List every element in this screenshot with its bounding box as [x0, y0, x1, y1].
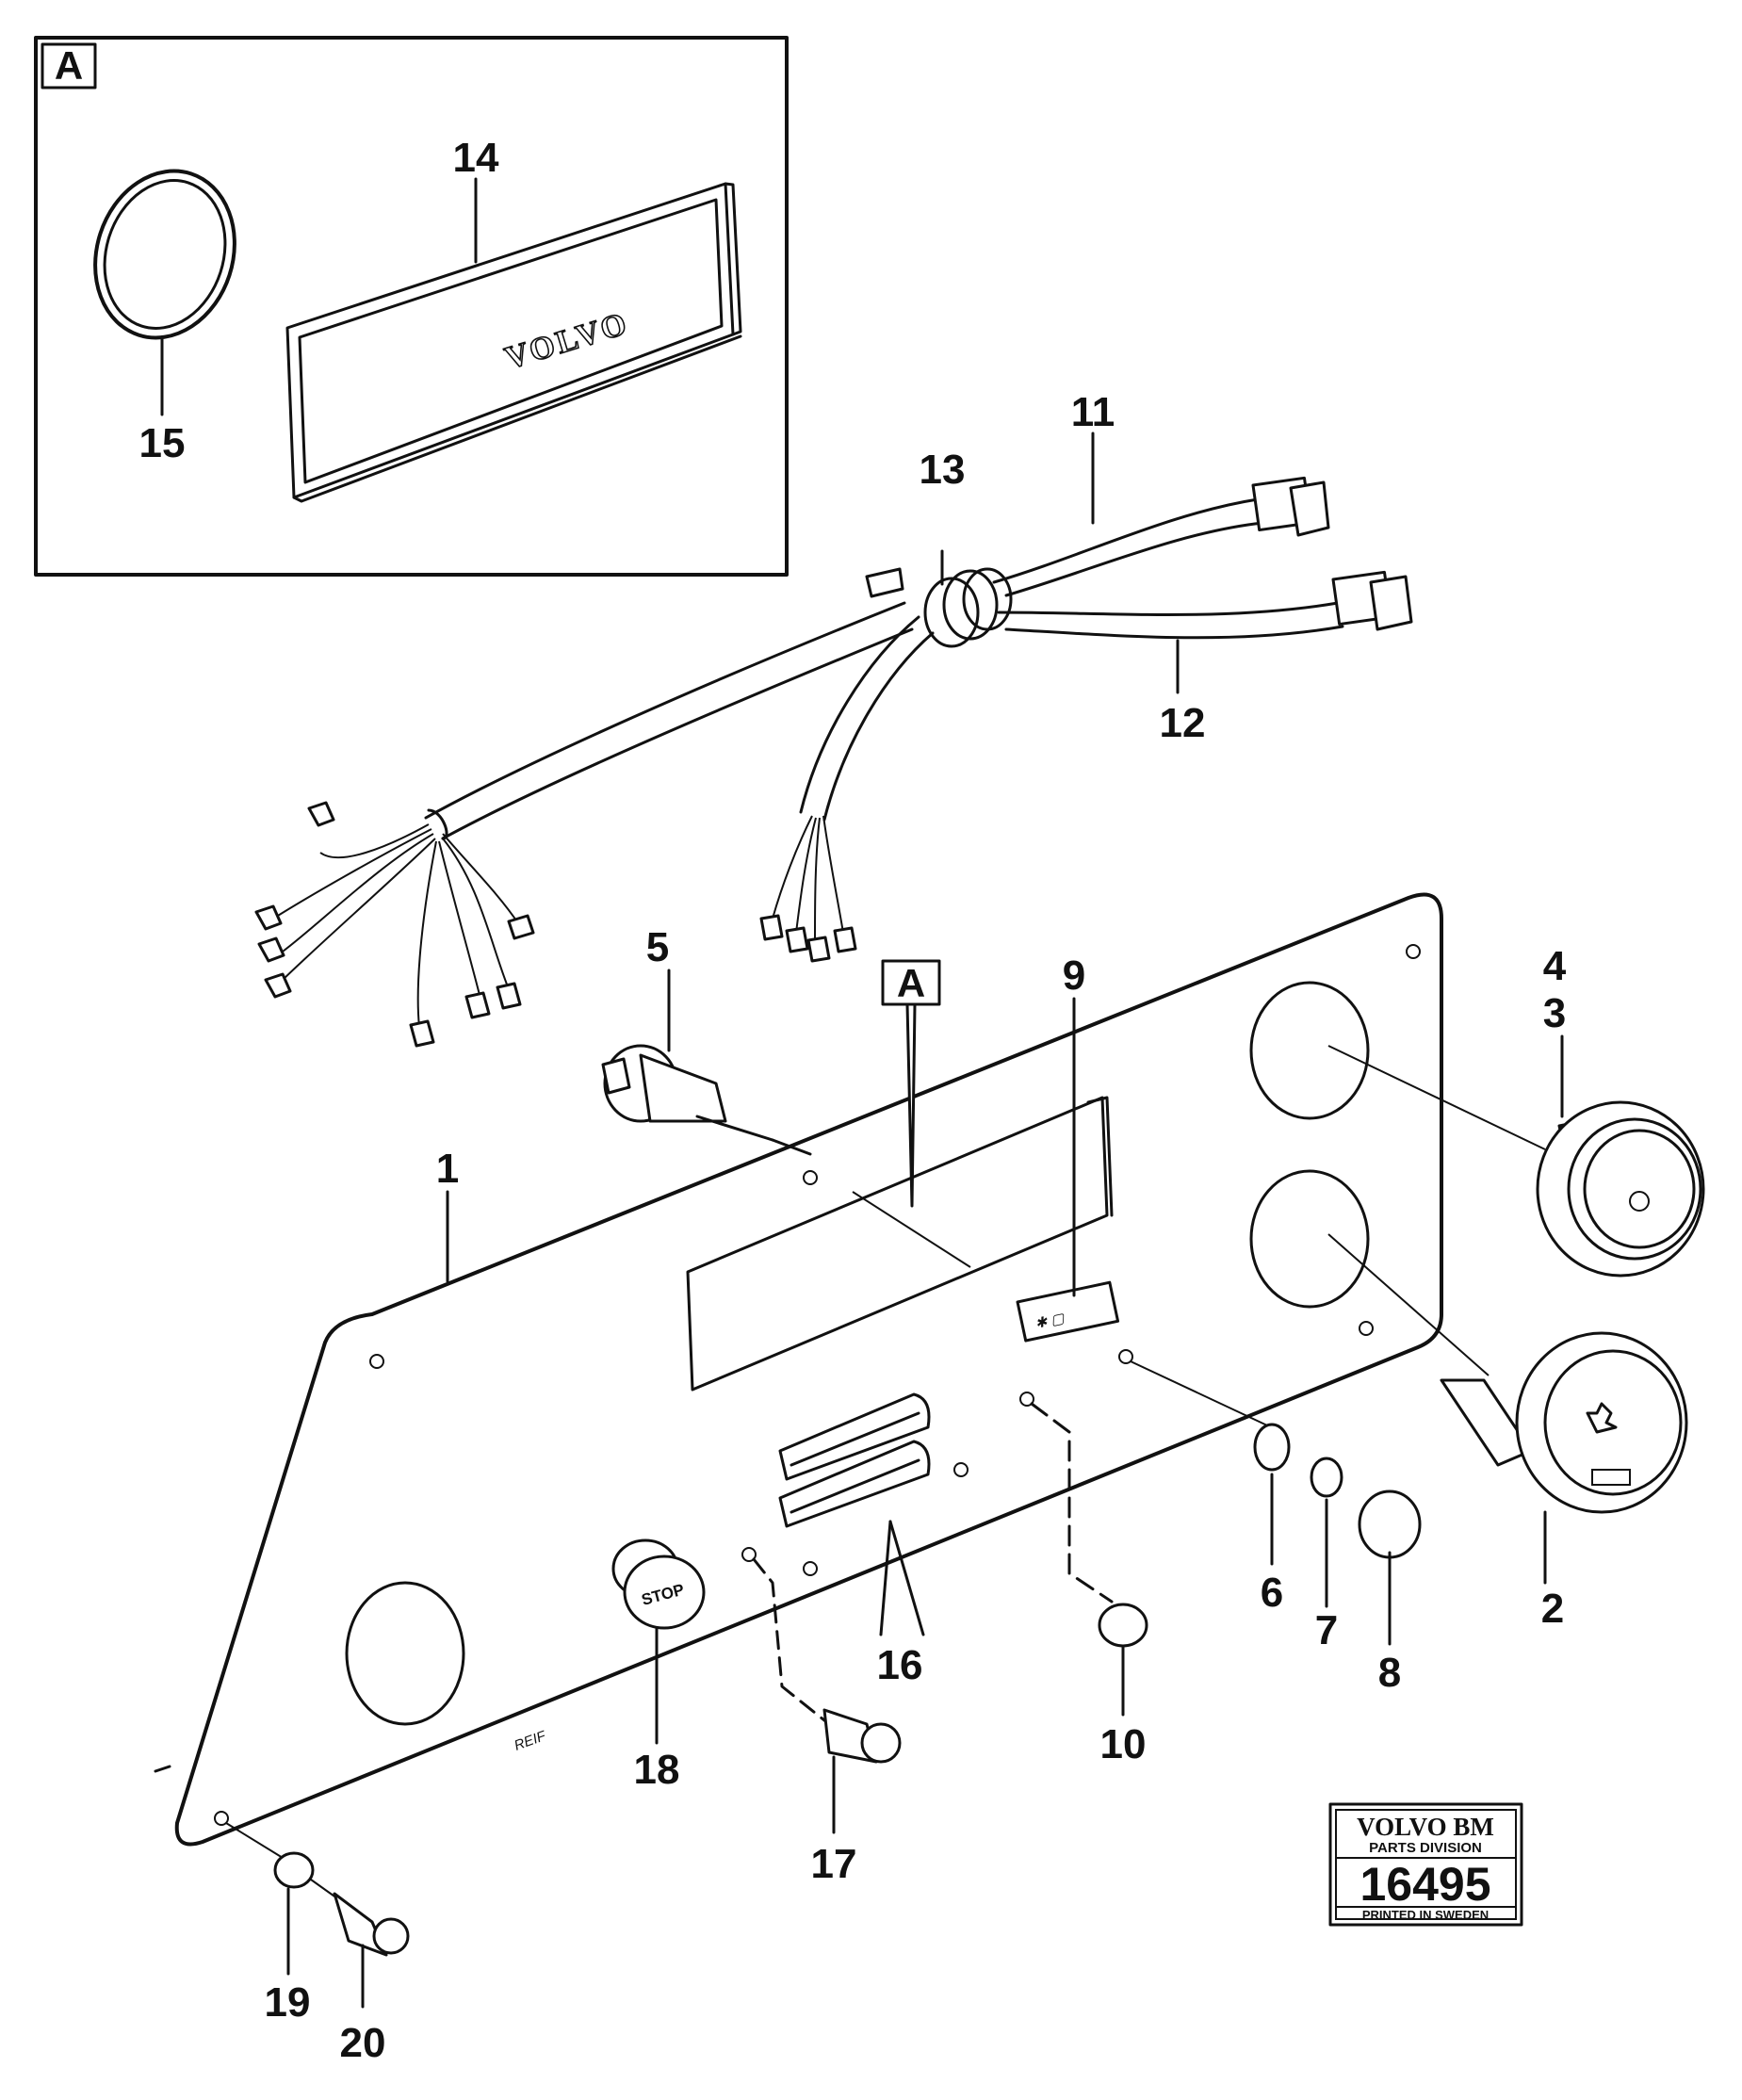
callout-labels: 1 2 3 4 5 6 7 8 9 10 11 12 13 14 15 16 1…	[139, 135, 1567, 2066]
stop-button-part-18: STOP	[611, 1538, 706, 1745]
callout-19: 19	[265, 1979, 311, 2026]
instrument-panel-part-1: ✱ ▢ REIF	[154, 892, 1443, 1847]
callout-10: 10	[1100, 1721, 1147, 1767]
callout-15: 15	[139, 420, 186, 466]
stamp-number: 16495	[1359, 1858, 1490, 1911]
nut-washer-knob-parts-6-7-8	[1130, 1360, 1422, 1646]
detail-marker-a: A	[852, 959, 971, 1268]
stamp-printed: PRINTED IN SWEDEN	[1362, 1908, 1489, 1922]
callout-12: 12	[1160, 700, 1206, 746]
gauge-part-2	[1327, 1233, 1688, 1585]
wiring-harness-part-11-12	[254, 476, 1413, 1048]
callout-1: 1	[436, 1146, 459, 1192]
callout-4: 4	[1543, 943, 1567, 989]
ring-part-15	[93, 169, 236, 416]
ref-mark-text: REIF	[513, 1728, 549, 1754]
inset-a: A VOLVO	[34, 36, 789, 577]
callout-13: 13	[920, 447, 966, 493]
callout-7: 7	[1315, 1607, 1338, 1653]
callout-6: 6	[1261, 1570, 1283, 1616]
callout-5: 5	[646, 924, 669, 970]
stamp-brand: VOLVO BM	[1357, 1813, 1494, 1841]
parts-division-stamp: VOLVO BM PARTS DIVISION 16495 PRINTED IN…	[1328, 1802, 1523, 1927]
callout-3: 3	[1543, 990, 1566, 1036]
gauge-part-3-4	[1327, 1034, 1705, 1278]
stamp-division: PARTS DIVISION	[1369, 1840, 1482, 1856]
callout-14: 14	[453, 135, 499, 181]
callout-17: 17	[811, 1841, 857, 1887]
screw-part-17	[752, 1557, 902, 1834]
washer-screw-parts-19-20	[225, 1822, 410, 2009]
leader-lines	[446, 431, 1180, 1636]
callout-11: 11	[1071, 389, 1115, 435]
callout-9: 9	[1063, 952, 1085, 999]
detail-marker-label: A	[897, 961, 925, 1005]
inset-a-label: A	[55, 43, 83, 88]
callout-16: 16	[877, 1642, 923, 1688]
callout-18: 18	[634, 1747, 680, 1793]
callout-20: 20	[340, 2020, 386, 2066]
nameplate-part-14: VOLVO	[285, 177, 742, 503]
svg-text:✱ ▢: ✱ ▢	[1034, 1310, 1067, 1331]
rotary-switch-part-5	[601, 1044, 812, 1156]
callout-8: 8	[1378, 1650, 1401, 1696]
callout-2: 2	[1541, 1586, 1564, 1632]
knob-part-10	[1030, 1402, 1148, 1717]
